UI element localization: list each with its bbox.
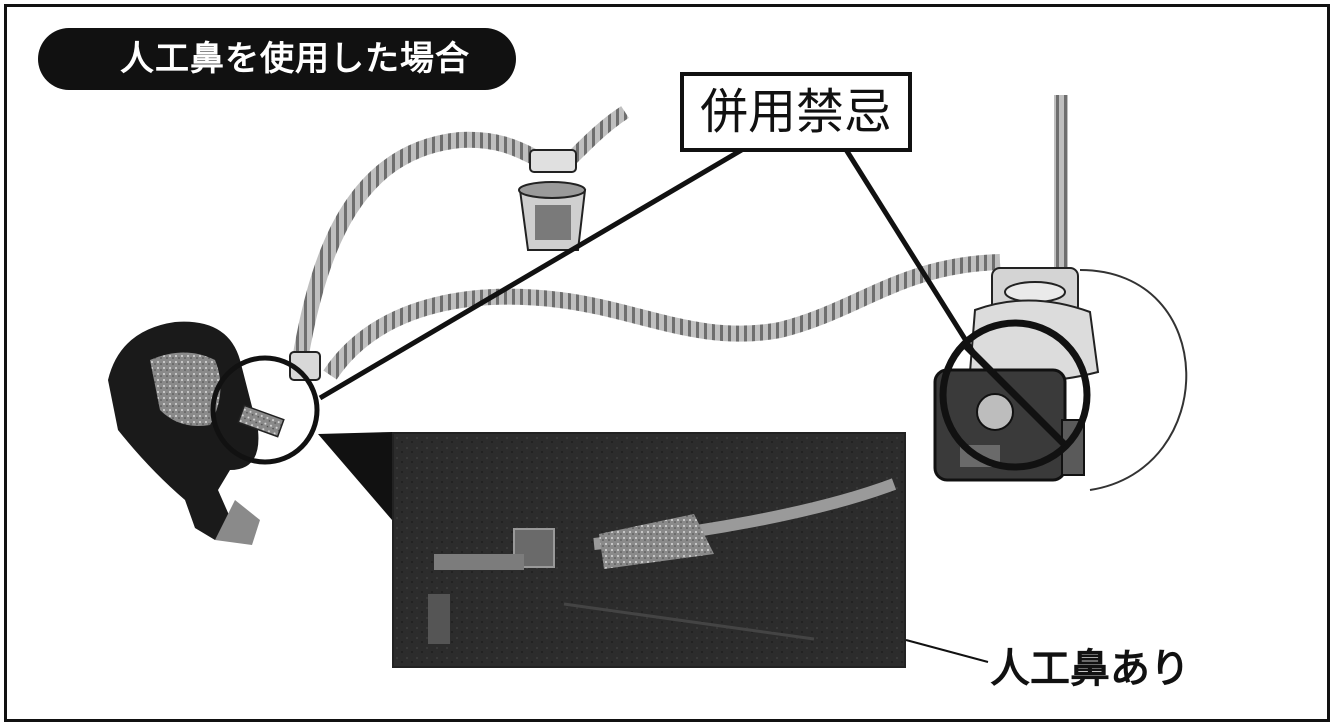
heated-tube — [323, 254, 1001, 380]
warning-leader-line — [318, 145, 747, 401]
warning-leader-line — [842, 146, 978, 357]
page-title: 人工鼻を使用した場合 — [38, 28, 516, 90]
hme-closeup-photo — [392, 432, 906, 668]
prohibition-icon — [939, 319, 1091, 471]
hme-device-small — [237, 404, 285, 438]
inspiratory-tube — [292, 131, 544, 362]
closeup-caption: 人工鼻あり — [990, 646, 1190, 692]
patient-figure — [108, 321, 260, 545]
magnifier-circle — [210, 355, 320, 465]
chamber-tube — [565, 106, 629, 165]
caption-leader-line — [905, 639, 989, 663]
zoom-wedge — [318, 432, 392, 520]
humidifier-unit — [933, 95, 1188, 491]
humidifier-chamber — [518, 149, 587, 251]
closeup-image — [394, 434, 904, 666]
contraindication-label: 併用禁忌 — [680, 72, 912, 152]
